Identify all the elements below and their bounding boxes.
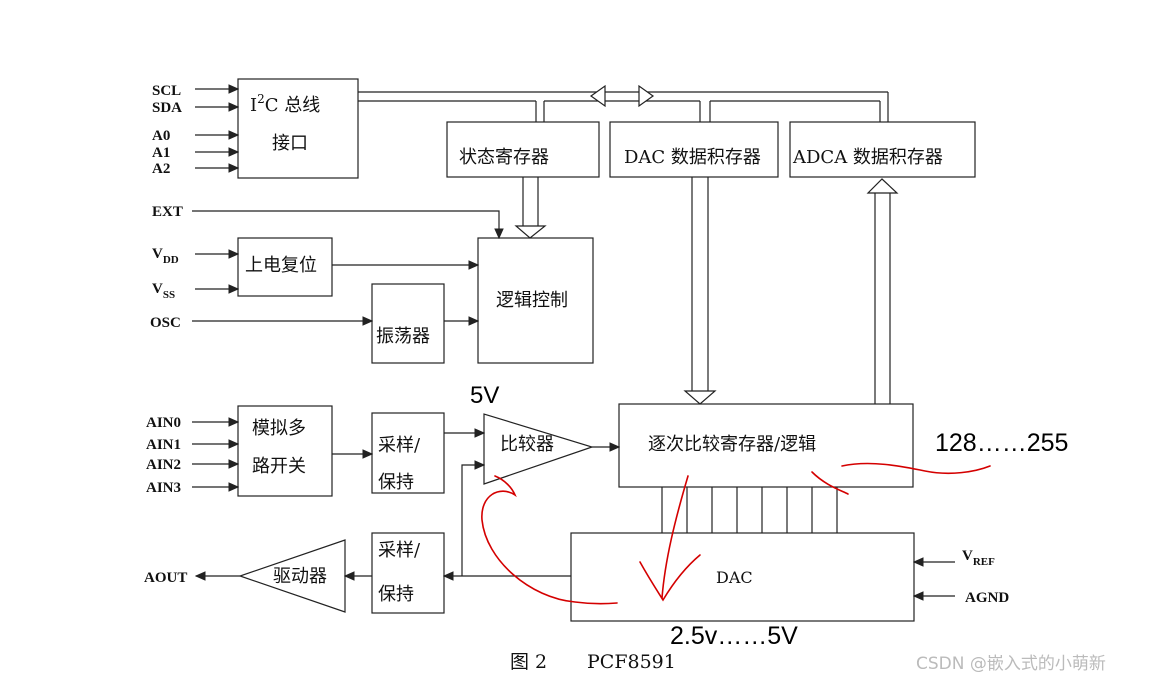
- sar-to-adca-arrow-icon: [866, 178, 899, 194]
- figure-number: 图 2: [510, 651, 547, 673]
- pin-sda-label: SDA: [152, 100, 182, 116]
- pin-ain0-label: AIN0: [146, 415, 181, 431]
- power-on-reset-block: [237, 237, 333, 297]
- annotation-range-128-255: 128……255: [935, 429, 1068, 457]
- oscillator-block: [371, 283, 445, 364]
- sample-hold-2-label-line1: 采样/: [378, 540, 421, 561]
- pin-ain2-label: AIN2: [146, 457, 181, 473]
- pin-vref-label: VREF: [962, 548, 995, 568]
- dac-block: [570, 532, 915, 622]
- comparator-triangle: [483, 413, 594, 485]
- pin-vdd-label: VDD: [152, 246, 179, 266]
- dac-label: DAC: [716, 568, 753, 587]
- pin-a1-label: A1: [152, 145, 170, 161]
- logic-control-label: 逻辑控制: [496, 290, 568, 311]
- i2c-interface-block: [237, 78, 359, 179]
- sample-hold-1-block: [371, 412, 445, 494]
- i2c-block-label-line2: 接口: [272, 133, 308, 154]
- dac-reg-to-sar-arrow-icon: [683, 390, 717, 405]
- pin-ain3-label: AIN3: [146, 480, 181, 496]
- sample-hold-2-block: [371, 532, 445, 614]
- bus-arrow-right-icon: [638, 84, 655, 108]
- sample-hold-1-label-line1: 采样/: [378, 435, 421, 456]
- pin-aout-label: AOUT: [144, 570, 187, 586]
- figure-part-name: PCF8591: [587, 651, 676, 673]
- analog-mux-label-line2: 路开关: [252, 456, 306, 477]
- bus-arrow-left-icon: [589, 84, 606, 108]
- sar-logic-block: [618, 403, 914, 488]
- pin-agnd-label: AGND: [965, 590, 1009, 606]
- status-register-label: 状态寄存器: [459, 147, 549, 168]
- sample-hold-2-label-line2: 保持: [378, 584, 414, 605]
- red-handwritten-annotations: [481, 462, 991, 605]
- comparator-label: 比较器: [500, 434, 554, 455]
- pin-scl-label: SCL: [152, 83, 181, 99]
- pin-a0-label: A0: [152, 128, 170, 144]
- annotation-5v: 5V: [470, 382, 499, 409]
- oscillator-label: 振荡器: [376, 326, 430, 347]
- sar-logic-label: 逐次比较寄存器/逻辑: [648, 434, 816, 455]
- annotation-range-2-5v-5v: 2.5v……5V: [670, 622, 798, 650]
- csdn-watermark: CSDN @嵌入式的小萌新: [916, 654, 1106, 674]
- driver-label: 驱动器: [273, 566, 327, 587]
- pin-vss-label: VSS: [152, 281, 175, 301]
- sar-dac-parallel-bus: [661, 487, 838, 533]
- analog-mux-block: [237, 405, 333, 497]
- status-register-block: [446, 121, 600, 178]
- status-to-logic-arrow-icon: [514, 225, 547, 239]
- pin-ain1-label: AIN1: [146, 437, 181, 453]
- pin-a2-label: A2: [152, 161, 170, 177]
- adca-data-register-label: ADCA 数据积存器: [792, 147, 943, 168]
- i2c-block-label-line1: I2C 总线: [250, 92, 320, 116]
- adca-data-register-block: [789, 121, 976, 178]
- pin-osc-label: OSC: [150, 315, 181, 331]
- sample-hold-1-label-line2: 保持: [378, 472, 414, 493]
- dac-data-register-block: [609, 121, 779, 178]
- logic-control-block: [477, 237, 594, 364]
- analog-mux-label-line1: 模拟多: [252, 418, 306, 439]
- power-on-reset-label: 上电复位: [245, 255, 317, 276]
- dac-data-register-label: DAC 数据积存器: [624, 147, 761, 168]
- pin-ext-label: EXT: [152, 204, 183, 220]
